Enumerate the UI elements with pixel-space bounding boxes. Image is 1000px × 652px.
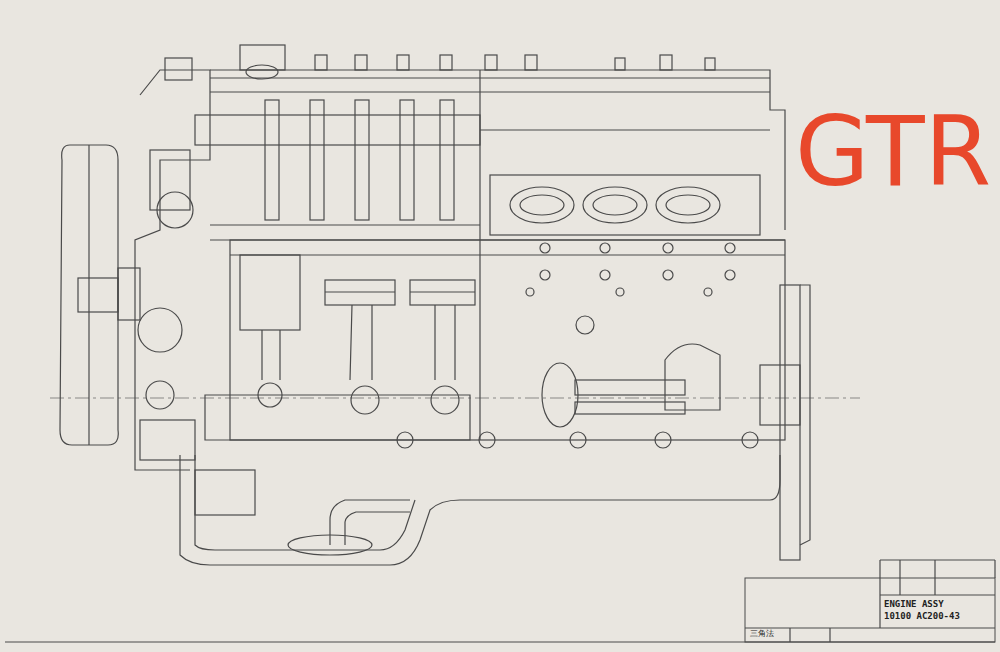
drawing-number: 10100 AC200-43 bbox=[884, 612, 960, 622]
projection-note: 三角法 bbox=[750, 630, 774, 639]
title-text: ENGINE ASSY bbox=[884, 600, 944, 610]
handwritten-note: GTR bbox=[795, 100, 991, 206]
